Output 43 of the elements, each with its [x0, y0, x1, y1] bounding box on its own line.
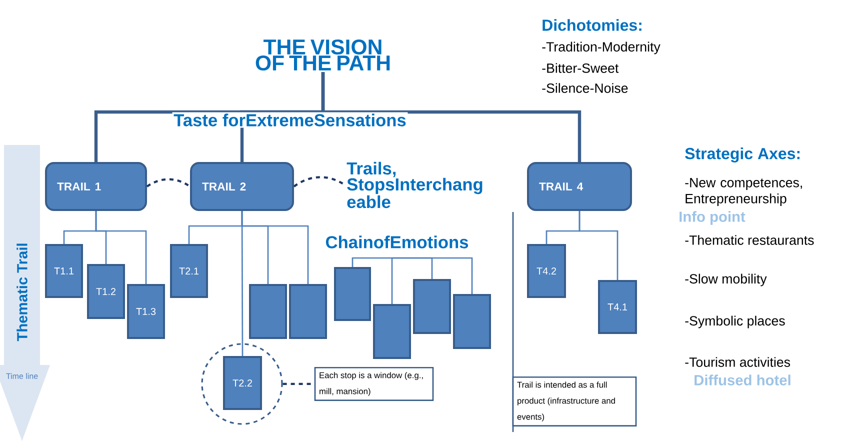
- dashed-arc: [293, 176, 346, 188]
- trail-box: TRAIL 4: [527, 162, 632, 211]
- stop-box: T1.3: [127, 284, 165, 339]
- stop-box: [249, 284, 287, 339]
- heading-text: Info point: [680, 211, 746, 225]
- tree-line: [420, 257, 473, 294]
- tree-line: [578, 211, 618, 280]
- stop-box: [373, 304, 411, 359]
- note-box: Each stop is a window (e.g., mill, mansion): [314, 366, 434, 402]
- trail-box: TRAIL 2: [190, 162, 294, 211]
- dashed-circle: [201, 343, 283, 425]
- stop-box: T4.2: [527, 244, 566, 298]
- heading-text: Dichotomies:: [542, 19, 642, 31]
- tree-line: [95, 211, 147, 284]
- stop-box: T2.1: [170, 244, 208, 298]
- list-item: -Tradition-Modernity: [542, 42, 660, 54]
- list-item: -Tourism activities: [685, 357, 790, 367]
- list-item: -Silence-Noise: [542, 83, 628, 93]
- list-item: -Slow mobility: [685, 274, 767, 286]
- stop-box: T1.2: [87, 264, 125, 319]
- list-item: -Symbolic places: [685, 316, 785, 328]
- stop-box: [289, 284, 327, 339]
- note-box: Trail is intended as a full product (infrastructure and events): [512, 376, 637, 427]
- dashed-arc: [146, 178, 191, 188]
- heading-text: Trails, StopsInterchang eable: [346, 162, 482, 208]
- stop-box: [453, 294, 491, 349]
- list-item: -Thematic restaurants: [685, 235, 814, 245]
- list-item: -New competences, Entrepreneurship: [685, 178, 802, 206]
- heading-text: Strategic Axes:: [685, 148, 800, 162]
- tree-line: [321, 72, 582, 162]
- list-item: -Bitter-Sweet: [542, 63, 619, 73]
- stop-box: T2.2: [223, 356, 262, 410]
- heading-text: Diffused hotel: [694, 374, 790, 386]
- tree-line: [391, 257, 420, 304]
- stop-box: [334, 267, 371, 321]
- heading-text: Taste forExtremeSensations: [172, 112, 408, 128]
- stop-box: T1.1: [45, 244, 83, 298]
- tree-line: [241, 211, 309, 284]
- stop-box: [413, 279, 451, 334]
- heading-text: ChainofEmotions: [326, 236, 468, 248]
- title-text: THE VISION OF THE PATH: [256, 39, 390, 71]
- stop-box: T4.1: [598, 280, 637, 334]
- trail-box: TRAIL 1: [45, 162, 147, 211]
